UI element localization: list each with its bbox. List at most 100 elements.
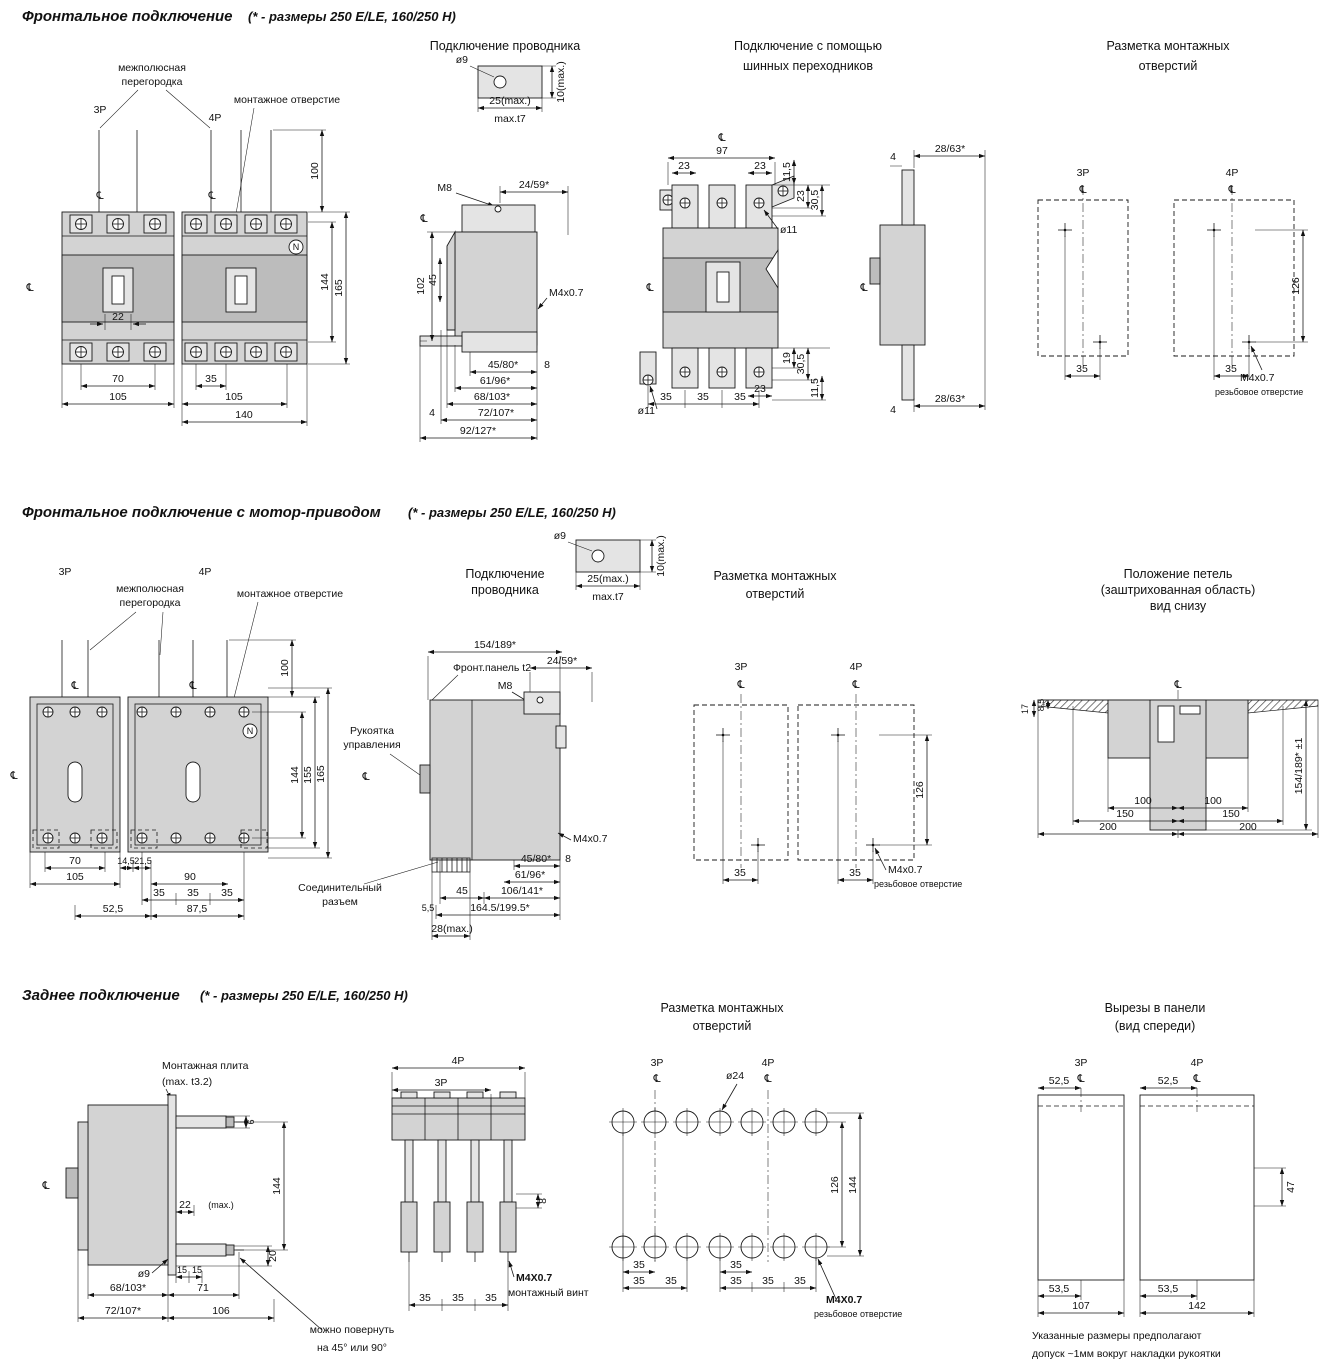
- panel-title: Подключение с помощью: [734, 39, 882, 53]
- dim-label: 35: [187, 887, 199, 899]
- dim-label: 23: [795, 190, 807, 202]
- dim-label: 45/80*: [488, 359, 518, 371]
- dim-label: 35: [730, 1275, 742, 1287]
- dim-label: ø24: [726, 1070, 744, 1082]
- s2-wire-side-view: Подключение проводника ø9 25(max.) max.t…: [298, 530, 667, 940]
- dim-label: 28/63*: [935, 393, 965, 405]
- dim-label: 47: [1285, 1181, 1297, 1193]
- pole-label: 4P: [1226, 167, 1239, 179]
- callout-label: управления: [343, 739, 400, 751]
- dim-label: 30,5: [795, 354, 807, 375]
- dim-label: 165: [315, 765, 327, 783]
- s1-mount-holes: Разметка монтажных отверстий 3P ℄ 4P ℄ 3…: [1037, 39, 1308, 397]
- dim-label: 45: [427, 274, 439, 286]
- centerline-symbol: ℄: [1076, 1073, 1084, 1085]
- dim-label: 22: [112, 311, 124, 323]
- breaker-rear-top: [391, 1097, 526, 1141]
- dim-label: 87,5: [187, 903, 208, 915]
- mounting-plate: [167, 1094, 177, 1276]
- dim-label: 100: [279, 659, 291, 677]
- callout-label: резьбовое отверстие: [874, 879, 962, 889]
- dim-label: 92/127*: [460, 425, 496, 437]
- section-note: (* - размеры 250 E/LE, 160/250 H): [408, 505, 616, 520]
- pole-label: 4P: [1191, 1057, 1204, 1069]
- dim-label: 4: [429, 407, 435, 419]
- dim-label: 30,5: [809, 190, 821, 211]
- section-title: Фронтальное подключение с мотор-приводом: [22, 504, 381, 521]
- dim-label: 100: [1204, 795, 1222, 807]
- dim-label: 15: [192, 1265, 202, 1275]
- panel-title: отверстий: [1139, 59, 1198, 73]
- panel-title: Вырезы в панели: [1105, 1001, 1206, 1015]
- dim-label: 150: [1222, 808, 1240, 820]
- panel-title: отверстий: [746, 587, 805, 601]
- dim-label: 28/63*: [935, 143, 965, 155]
- callout-label: Монтажная плита: [162, 1060, 249, 1072]
- dim-label: 144: [271, 1177, 283, 1195]
- dim-label: 61/96*: [480, 375, 510, 387]
- centerline-symbol: ℄: [1227, 184, 1235, 196]
- dim-label: 144: [319, 273, 331, 291]
- dim-label: 23: [754, 160, 766, 172]
- panel-cutout-4p: [1139, 1094, 1255, 1281]
- dim-label: 164.5/199.5*: [470, 902, 530, 914]
- callout-label: M8: [498, 680, 513, 692]
- dim-label: 35: [794, 1275, 806, 1287]
- panel-title: вид снизу: [1150, 599, 1207, 613]
- dim-label: 23: [678, 160, 690, 172]
- dim-label: 52,5: [1049, 1075, 1070, 1087]
- dim-label: 15: [177, 1265, 187, 1275]
- panel-title: Положение петель: [1124, 567, 1233, 581]
- s1-front-views: 3P 4P межполюсная перегородка монтажное …: [25, 62, 350, 426]
- dim-label: 35: [419, 1292, 431, 1304]
- pole-label: 3P: [435, 1077, 448, 1089]
- dim-label: 70: [112, 373, 124, 385]
- dim-label: 68/103*: [110, 1282, 146, 1294]
- dim-label: 24/59*: [519, 179, 549, 191]
- dim-label: 140: [235, 409, 253, 421]
- pole-label: 4P: [762, 1057, 775, 1069]
- centerline-symbol: ℄: [736, 679, 744, 691]
- dim-label: 35: [697, 391, 709, 403]
- dim-label: 23: [754, 383, 766, 395]
- dim-label: max.t7: [494, 113, 526, 125]
- dim-label: 28(max.): [431, 923, 472, 935]
- s2-mount-holes: Разметка монтажных отверстий 3P ℄ 4P ℄ 3…: [693, 569, 962, 889]
- centerline-symbol: ℄: [645, 282, 653, 294]
- callout-label: перегородка: [120, 597, 181, 609]
- dim-label: 53,5: [1158, 1283, 1179, 1295]
- dim-label: 106: [212, 1305, 230, 1317]
- dim-label: 22: [179, 1199, 191, 1211]
- s3-rear-side-view: Монтажная плита (max. t3.2) 6 144 22 (ma…: [41, 1060, 394, 1354]
- centerline-symbol: ℄: [70, 680, 78, 692]
- pole-label: 3P: [1075, 1057, 1088, 1069]
- dim-label: 142: [1188, 1300, 1206, 1312]
- dim-label: 155: [302, 766, 314, 784]
- dim-label: 45/80*: [521, 853, 551, 865]
- dim-label: 165: [333, 279, 345, 297]
- panel-title: (заштрихованная область): [1101, 583, 1256, 597]
- section-title: Фронтальное подключение: [22, 8, 233, 25]
- dim-label: 4: [890, 404, 896, 416]
- s3-mount-holes: Разметка монтажных отверстий 3P ℄ 4P ℄ ø…: [608, 1001, 902, 1319]
- centerline-symbol: ℄: [25, 282, 33, 294]
- dim-label: 8: [565, 853, 571, 865]
- dim-label: 72/107*: [478, 407, 514, 419]
- breaker-side-body: [454, 231, 538, 346]
- dim-label: 200: [1099, 821, 1117, 833]
- centerline-symbol: ℄: [419, 213, 427, 225]
- dim-label: ø11: [638, 405, 655, 417]
- section-2-motor-drive: Фронтальное подключение с мотор-приводом…: [9, 504, 1319, 940]
- callout-label: перегородка: [122, 76, 183, 88]
- dim-label: ø9: [138, 1268, 150, 1280]
- dim-label: 20: [267, 1250, 279, 1262]
- panel-cutout-3p: [1037, 1094, 1125, 1281]
- callout-label: M4x0.7: [1240, 372, 1275, 384]
- dim-label: 21,5: [134, 856, 152, 866]
- dim-label: 100: [1134, 795, 1152, 807]
- callout-label: M4X0.7: [826, 1294, 862, 1306]
- dim-label: 14,5: [117, 856, 135, 866]
- dim-label: 106/141*: [501, 885, 543, 897]
